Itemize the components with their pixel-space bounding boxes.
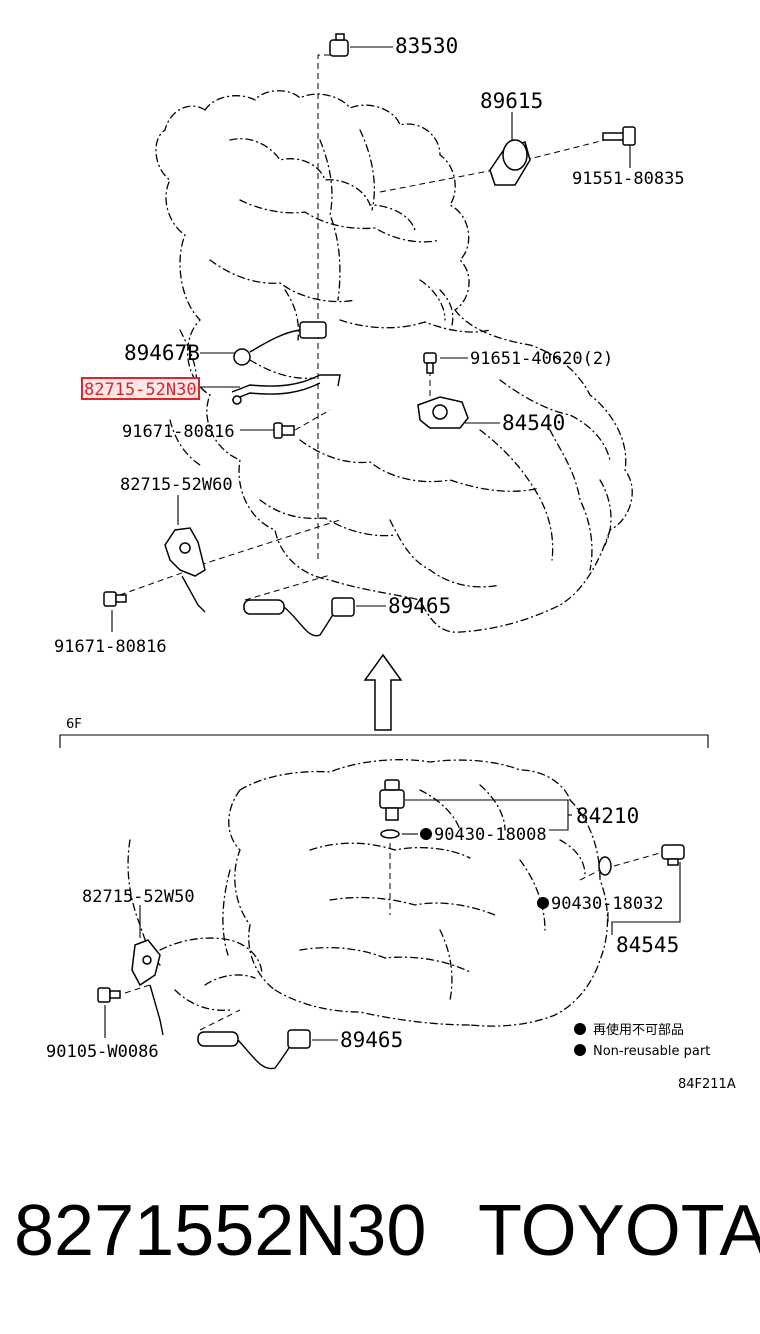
part-label-89465-lower: 89465	[340, 1028, 403, 1052]
part-label-84545: 84545	[616, 933, 679, 957]
footer-brand: TOYOTA	[478, 1191, 760, 1271]
part-label-90430-18008: 90430-18008	[434, 825, 547, 845]
part-label-91651-40620: 91651-40620(2)	[470, 349, 613, 369]
lower-parts	[97, 779, 685, 1070]
non-reusable-dot-icon	[537, 897, 549, 909]
upper-leader-lines	[111, 46, 631, 632]
part-label-82715-52w60: 82715-52W60	[120, 475, 233, 495]
part-label-90105-w0086: 90105-W0086	[46, 1042, 159, 1062]
footer-caption: 8271552N30 TOYOTA	[0, 1185, 760, 1295]
part-label-90430-18032: 90430-18032	[551, 894, 664, 914]
lower-transaxle-illustration	[127, 759, 609, 1027]
upper-labels: 83530 89615 91551-80835 89467B 82715-52N…	[54, 34, 685, 657]
section-bracket: 6F	[59, 717, 709, 748]
bracket-82715-52w50-icon	[131, 939, 164, 1036]
lower-labels: 84210 90430-18008 90430-18032 84545 8271…	[46, 804, 679, 1062]
bolt-91671-lower-icon	[103, 591, 127, 607]
bolt-91551-icon	[602, 126, 636, 146]
part-label-84210: 84210	[576, 804, 639, 828]
part-label-91671-80816-upper: 91671-80816	[122, 422, 235, 442]
bolt-90105-icon	[97, 987, 121, 1003]
upper-parts	[103, 33, 636, 637]
sensor-83530-icon	[329, 33, 349, 57]
sensor-89465-upper-icon	[243, 597, 355, 637]
filled-dot-icon	[574, 1044, 586, 1056]
bolt-91651-icon	[423, 352, 437, 374]
part-label-82715-52w50: 82715-52W50	[82, 887, 195, 907]
lower-leader-lines	[104, 799, 681, 1041]
filled-dot-icon	[574, 1023, 586, 1035]
part-label-91551-80835: 91551-80835	[572, 169, 685, 189]
part-label-89615: 89615	[480, 89, 543, 113]
gasket-90430-18008-icon	[380, 829, 400, 839]
switch-84210-icon	[379, 779, 405, 821]
sensor-84540-icon	[417, 396, 469, 429]
non-reusable-dot-icon	[420, 828, 432, 840]
part-label-84540: 84540	[502, 411, 565, 435]
view-arrow-icon	[363, 653, 403, 731]
legend: 再使用不可部品 Non-reusable part	[574, 1022, 710, 1059]
bracket-82715-52n30-icon	[231, 374, 341, 405]
connector-89467b-icon	[233, 321, 327, 366]
sensor-89465-lower-icon	[197, 1029, 311, 1070]
mount-89615-icon	[489, 139, 531, 186]
upper-engine-illustration	[155, 90, 633, 633]
part-label-89465-upper: 89465	[388, 594, 451, 618]
diagram-code: 84F211A	[678, 1077, 736, 1092]
legend-item-jp: 再使用不可部品	[593, 1022, 684, 1038]
part-label-89467b: 89467B	[124, 341, 200, 365]
section-label: 6F	[66, 717, 82, 732]
switch-84545-icon	[661, 844, 685, 866]
part-label-83530: 83530	[395, 34, 458, 58]
footer-part-number: 8271552N30	[14, 1191, 427, 1271]
legend-item-en: Non-reusable part	[593, 1044, 710, 1059]
bolt-91671-upper-icon	[273, 422, 295, 439]
part-label-91671-80816-lower: 91671-80816	[54, 637, 167, 657]
parts-diagram: 83530 89615 91551-80835 89467B 82715-52N…	[46, 33, 736, 1092]
bracket-82715-52w60-icon	[164, 527, 206, 613]
highlight-box	[81, 377, 200, 400]
gasket-90430-18032-icon	[598, 856, 612, 876]
part-label-82715-52n30-highlighted: 82715-52N30	[84, 380, 197, 400]
